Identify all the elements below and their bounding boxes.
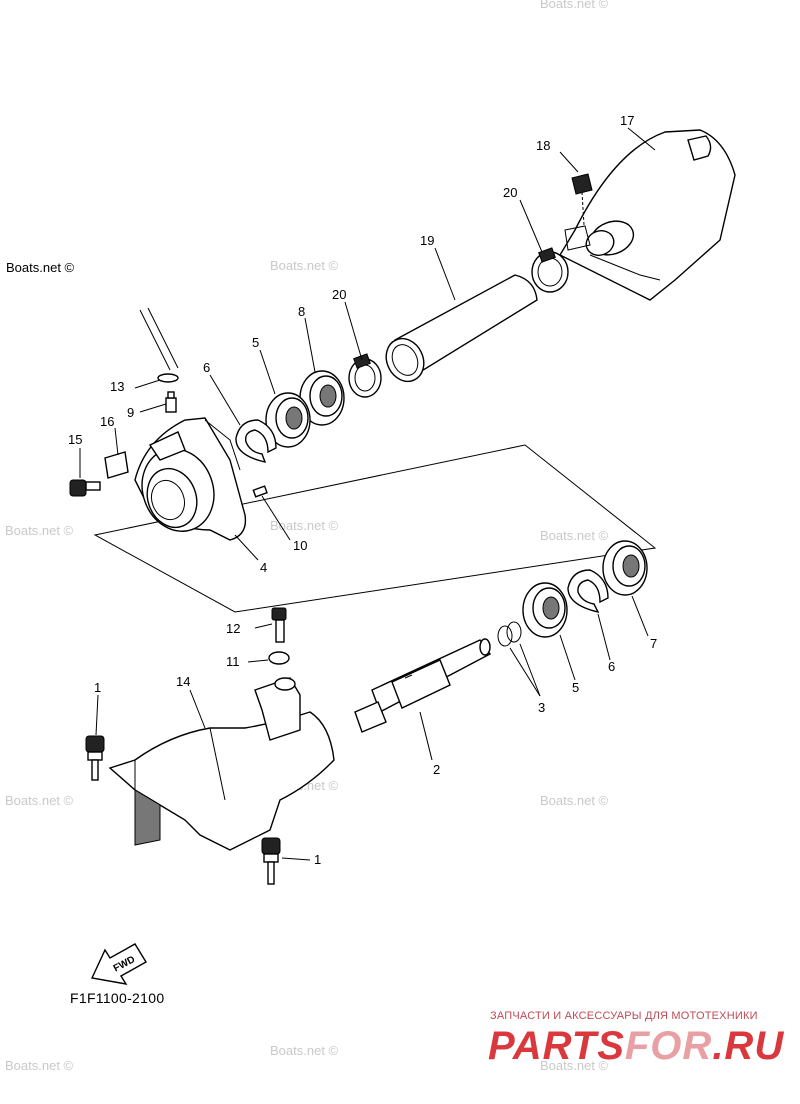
callout-19: 19 — [420, 233, 434, 248]
brand-name-c: .RU — [712, 1024, 785, 1068]
bolt-12 — [271, 607, 287, 643]
snap-ring-6-lower — [567, 569, 609, 614]
callouts: 17 18 20 19 20 8 5 6 13 9 16 15 10 4 12 … — [68, 113, 657, 867]
fitting-9 — [165, 391, 177, 413]
brand-subtitle: ЗАПЧАСТИ И АКСЕССУАРЫ ДЛЯ МОТОТЕХНИКИ — [490, 1010, 758, 1022]
brand-name-a: PARTS — [488, 1024, 625, 1068]
shaft-2 — [354, 638, 492, 733]
snap-ring-6-upper — [235, 419, 277, 463]
watermark: Boats.net © — [540, 528, 609, 543]
plate-16 — [104, 451, 129, 479]
watermark: Boats.net © — [540, 0, 609, 11]
callout-8: 8 — [298, 304, 305, 319]
nozzle-housing — [559, 129, 736, 301]
bolt-15 — [69, 479, 101, 497]
cable — [139, 307, 179, 371]
bolt-1-lower — [261, 837, 281, 885]
callout-3: 3 — [538, 700, 545, 715]
bearing-5-lower — [522, 582, 568, 638]
callout-14: 14 — [176, 674, 190, 689]
callout-12: 12 — [226, 621, 240, 636]
cover-14 — [108, 677, 335, 851]
callout-16: 16 — [100, 414, 114, 429]
bolt-1-upper — [85, 735, 105, 781]
callout-11: 11 — [226, 654, 240, 669]
callout-2: 2 — [433, 762, 440, 777]
callout-18: 18 — [536, 138, 550, 153]
bearing-5-upper — [265, 392, 311, 448]
callout-10: 10 — [293, 538, 307, 553]
callout-4: 4 — [260, 560, 267, 575]
watermark: Boats.net © — [270, 518, 339, 533]
watermark: Boats.net © — [270, 1043, 339, 1058]
callout-7: 7 — [650, 636, 657, 651]
bolt-18 — [571, 173, 593, 226]
brand-name-b: FOR — [624, 1024, 713, 1068]
hose-19 — [385, 274, 538, 383]
clamp-20-lower — [348, 353, 382, 398]
watermark: Boats.net © — [270, 258, 339, 273]
collar-11 — [268, 651, 290, 665]
pump-housing-4 — [134, 417, 247, 541]
callout-17: 17 — [620, 113, 634, 128]
clip-13 — [157, 373, 179, 383]
callout-5: 5 — [572, 680, 579, 695]
watermark: Boats.net © — [5, 1058, 74, 1073]
brand-logo: PARTSFOR.RU — [488, 1024, 784, 1069]
watermarks: Boats.net © Boats.net © Boats.net © Boat… — [5, 0, 609, 1073]
callout-6: 6 — [608, 659, 615, 674]
o-rings-3 — [497, 621, 522, 647]
callout-6: 6 — [203, 360, 210, 375]
watermark: Boats.net © — [5, 523, 74, 538]
callout-20: 20 — [503, 185, 517, 200]
callout-5: 5 — [252, 335, 259, 350]
callout-1: 1 — [94, 680, 101, 695]
leader-lines — [79, 127, 656, 861]
clamp-20-upper — [531, 247, 569, 293]
callout-9: 9 — [127, 405, 134, 420]
diagram-code: F1F1100-2100 — [70, 990, 165, 1006]
pin-10 — [252, 485, 268, 498]
callout-13: 13 — [110, 379, 124, 394]
bearing-7 — [602, 540, 648, 596]
watermark: Boats.net © — [5, 793, 74, 808]
assembly-frame — [93, 444, 657, 613]
watermark: Boats.net © — [540, 1058, 609, 1073]
callout-1: 1 — [314, 852, 321, 867]
bearing-8 — [299, 370, 345, 426]
watermark-dark: Boats.net © — [6, 260, 75, 275]
callout-20: 20 — [332, 287, 346, 302]
watermark: Boats.net © — [540, 793, 609, 808]
callout-15: 15 — [68, 432, 82, 447]
fwd-arrow-icon: FWD — [90, 943, 147, 985]
